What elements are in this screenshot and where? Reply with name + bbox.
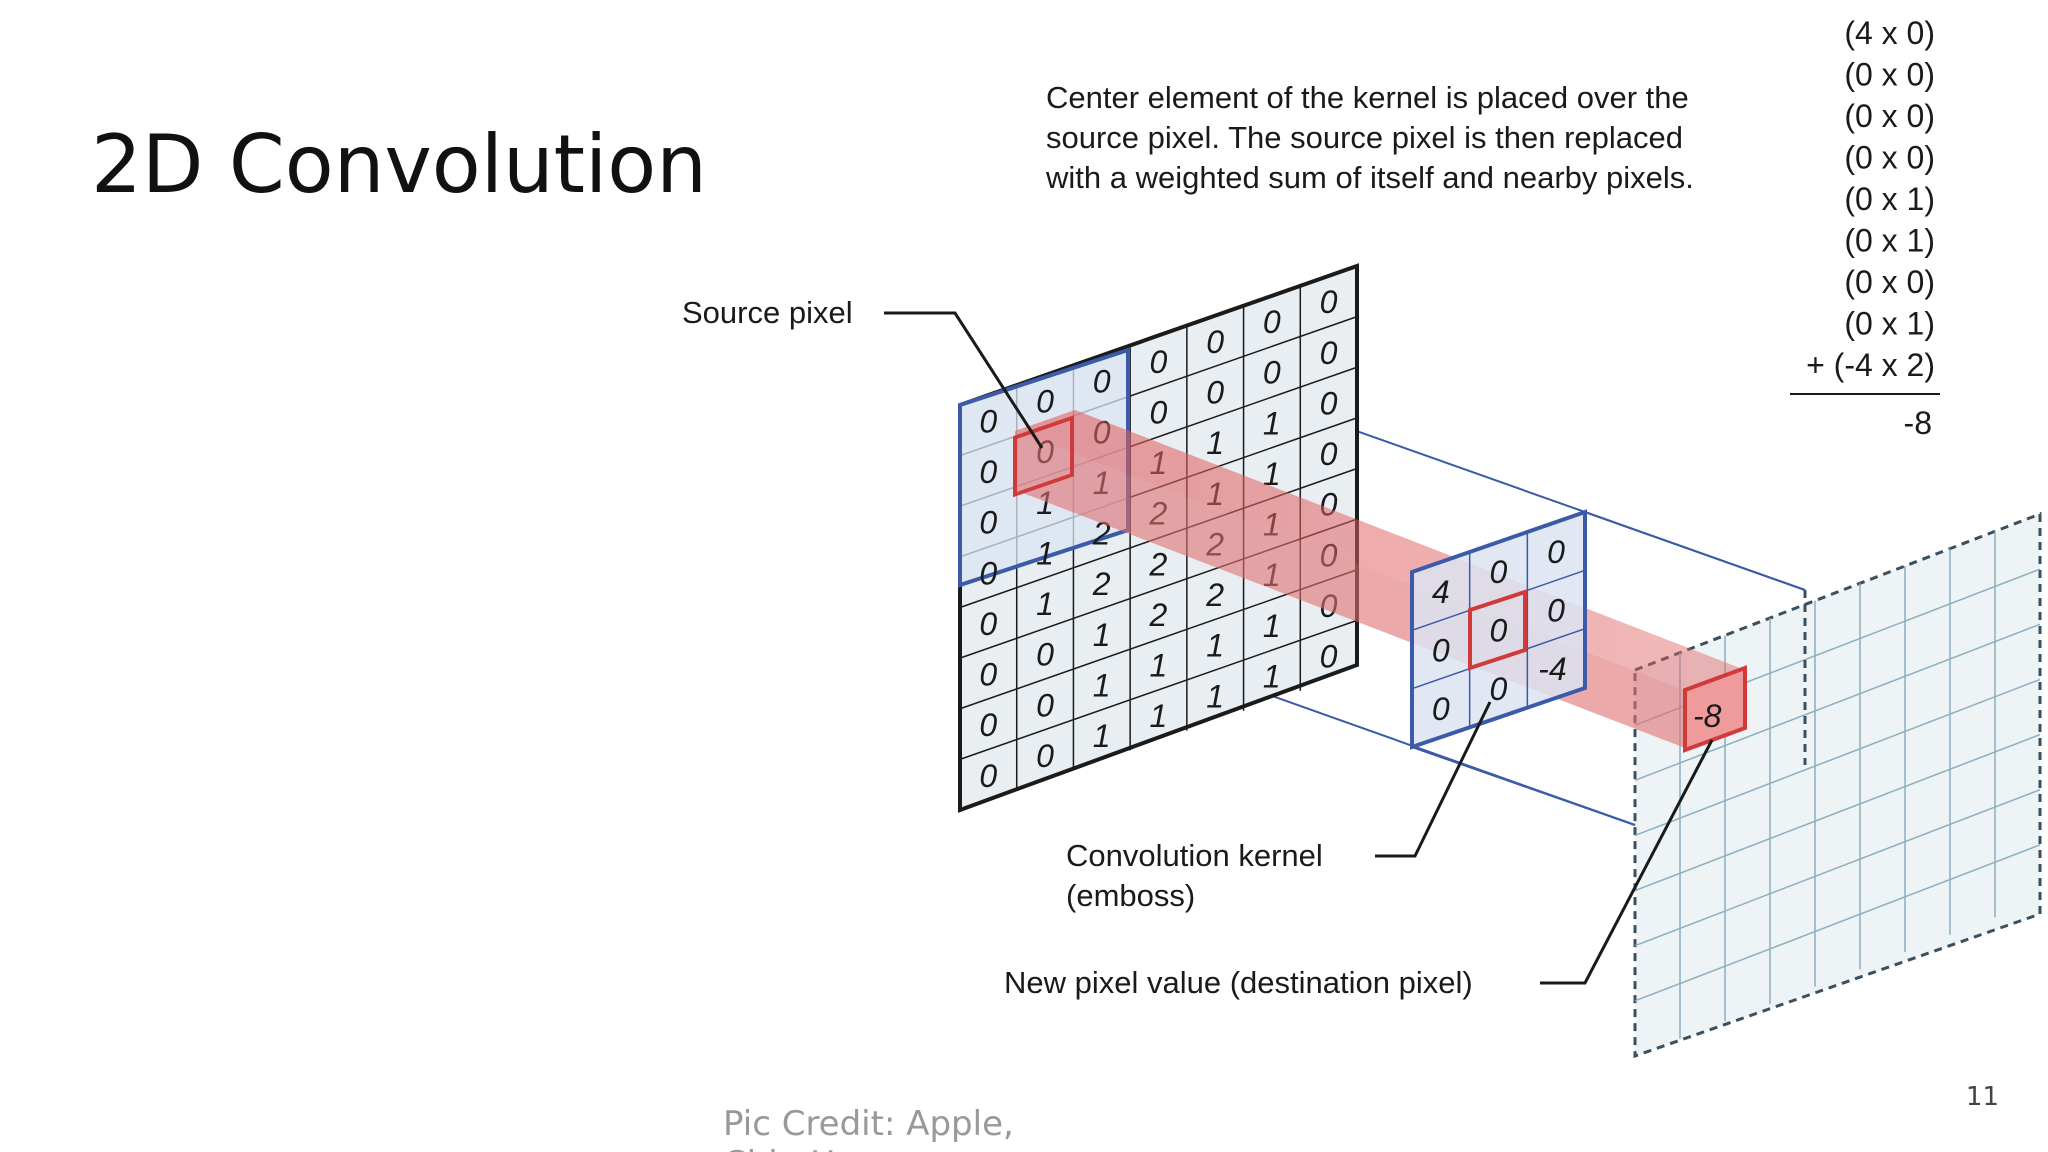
kernel-cell-value: 0 (1490, 613, 1508, 649)
source-cell-value: 1 (1036, 586, 1054, 622)
destination-value: -8 (1693, 698, 1722, 734)
source-cell-value: 0 (1320, 284, 1338, 320)
kernel-cell-value: 0 (1432, 633, 1450, 669)
source-cell-value: 1 (1093, 667, 1111, 703)
source-cell-value: 2 (1149, 546, 1168, 582)
source-cell-value: 1 (1150, 698, 1168, 734)
kernel-cell-value: 0 (1547, 593, 1565, 629)
source-cell-value: 0 (1036, 637, 1054, 673)
equation-term: (0 x 0) (1844, 140, 1935, 176)
source-cell-value: 0 (1263, 304, 1281, 340)
equation-term: (0 x 1) (1844, 181, 1935, 217)
equation-term: (0 x 0) (1844, 98, 1935, 134)
equation: (4 x 0) (0 x 0) (0 x 0) (0 x 0) (0 x 1) (0 x … (1790, 15, 1940, 441)
source-cell-value: 0 (1036, 738, 1054, 774)
source-cell-value: 1 (1206, 628, 1224, 664)
equation-term: + (-4 x 2) (1806, 347, 1935, 383)
labels (884, 311, 1714, 985)
source-cell-value: 1 (1036, 535, 1054, 571)
source-cell-value: 0 (979, 657, 997, 693)
kernel-label-line-2: (emboss) (1066, 878, 1195, 913)
slide-title: 2D Convolution (91, 118, 707, 211)
kernel-cell-value: 0 (1432, 691, 1450, 727)
description-line-1: Center element of the kernel is placed o… (1046, 80, 1689, 115)
source-cell-value: 0 (1206, 324, 1224, 360)
equation-term: (0 x 1) (1844, 223, 1935, 259)
source-cell-value: 0 (979, 555, 997, 591)
kernel-cell-value: -4 (1538, 651, 1566, 687)
kernel-cell-value: 4 (1432, 574, 1450, 610)
equation-result: -8 (1904, 405, 1932, 441)
kernel-cell-value: 0 (1547, 534, 1565, 570)
destination-label: New pixel value (destination pixel) (1004, 965, 1473, 1000)
source-cell-value: 0 (1320, 436, 1338, 472)
source-cell-value: 0 (1263, 355, 1281, 391)
source-cell-value: 1 (1093, 718, 1111, 754)
kernel-cell-value: 0 (1490, 554, 1508, 590)
equation-term: (0 x 1) (1844, 306, 1935, 342)
source-cell-value: 1 (1263, 608, 1281, 644)
source-cell-value: 0 (979, 505, 997, 541)
source-pixel-highlight (1013, 415, 1074, 498)
source-cell-value: 0 (1150, 394, 1168, 430)
source-cell-value: 0 (1093, 364, 1111, 400)
source-pixel-label: Source pixel (682, 295, 853, 330)
page-number: 11 (1965, 1082, 1999, 1112)
source-cell-value: 1 (1150, 648, 1168, 684)
source-cell-value: 1 (1263, 405, 1281, 441)
source-cell-value: 2 (1149, 597, 1168, 633)
source-cell-value: 0 (979, 707, 997, 743)
source-cell-value: 0 (1206, 375, 1224, 411)
source-cell-value: 0 (979, 758, 997, 794)
equation-term: (0 x 0) (1844, 57, 1935, 93)
source-cell-value: 1 (1206, 425, 1224, 461)
source-cell-value: 2 (1205, 577, 1224, 613)
source-cell-value: 0 (1036, 384, 1054, 420)
description-line-2: source pixel. The source pixel is then r… (1046, 120, 1683, 155)
source-cell-value: 2 (1092, 566, 1111, 602)
source-cell-value: 1 (1206, 678, 1224, 714)
source-cell-value: 1 (1263, 658, 1281, 694)
source-cell-value: 1 (1263, 456, 1281, 492)
destination-pixel: -8 (1683, 665, 1747, 753)
source-cell-value: 0 (979, 454, 997, 490)
equation-term: (4 x 0) (1844, 15, 1935, 51)
source-cell-value: 0 (1036, 687, 1054, 723)
source-cell-value: 0 (1320, 385, 1338, 421)
description-line-3: with a weighted sum of itself and nearby… (1045, 160, 1694, 195)
source-cell-value: 0 (979, 606, 997, 642)
source-cell-value: 0 (1320, 639, 1338, 675)
kernel-label-line-1: Convolution kernel (1066, 838, 1323, 873)
source-cell-value: 0 (979, 403, 997, 439)
destination-grid (1633, 511, 2042, 1059)
source-cell-value: 0 (1320, 335, 1338, 371)
kernel-grid: 4 0 0 0 0 0 0 0 -4 (1410, 509, 1587, 750)
source-cell-value: 0 (1150, 344, 1168, 380)
kernel-cell-value: 0 (1490, 671, 1508, 707)
source-cell-value: 1 (1093, 617, 1111, 653)
picture-credit: Pic Credit: Apple, Chip Huyen (723, 1104, 1014, 1152)
equation-term: (0 x 0) (1844, 264, 1935, 300)
